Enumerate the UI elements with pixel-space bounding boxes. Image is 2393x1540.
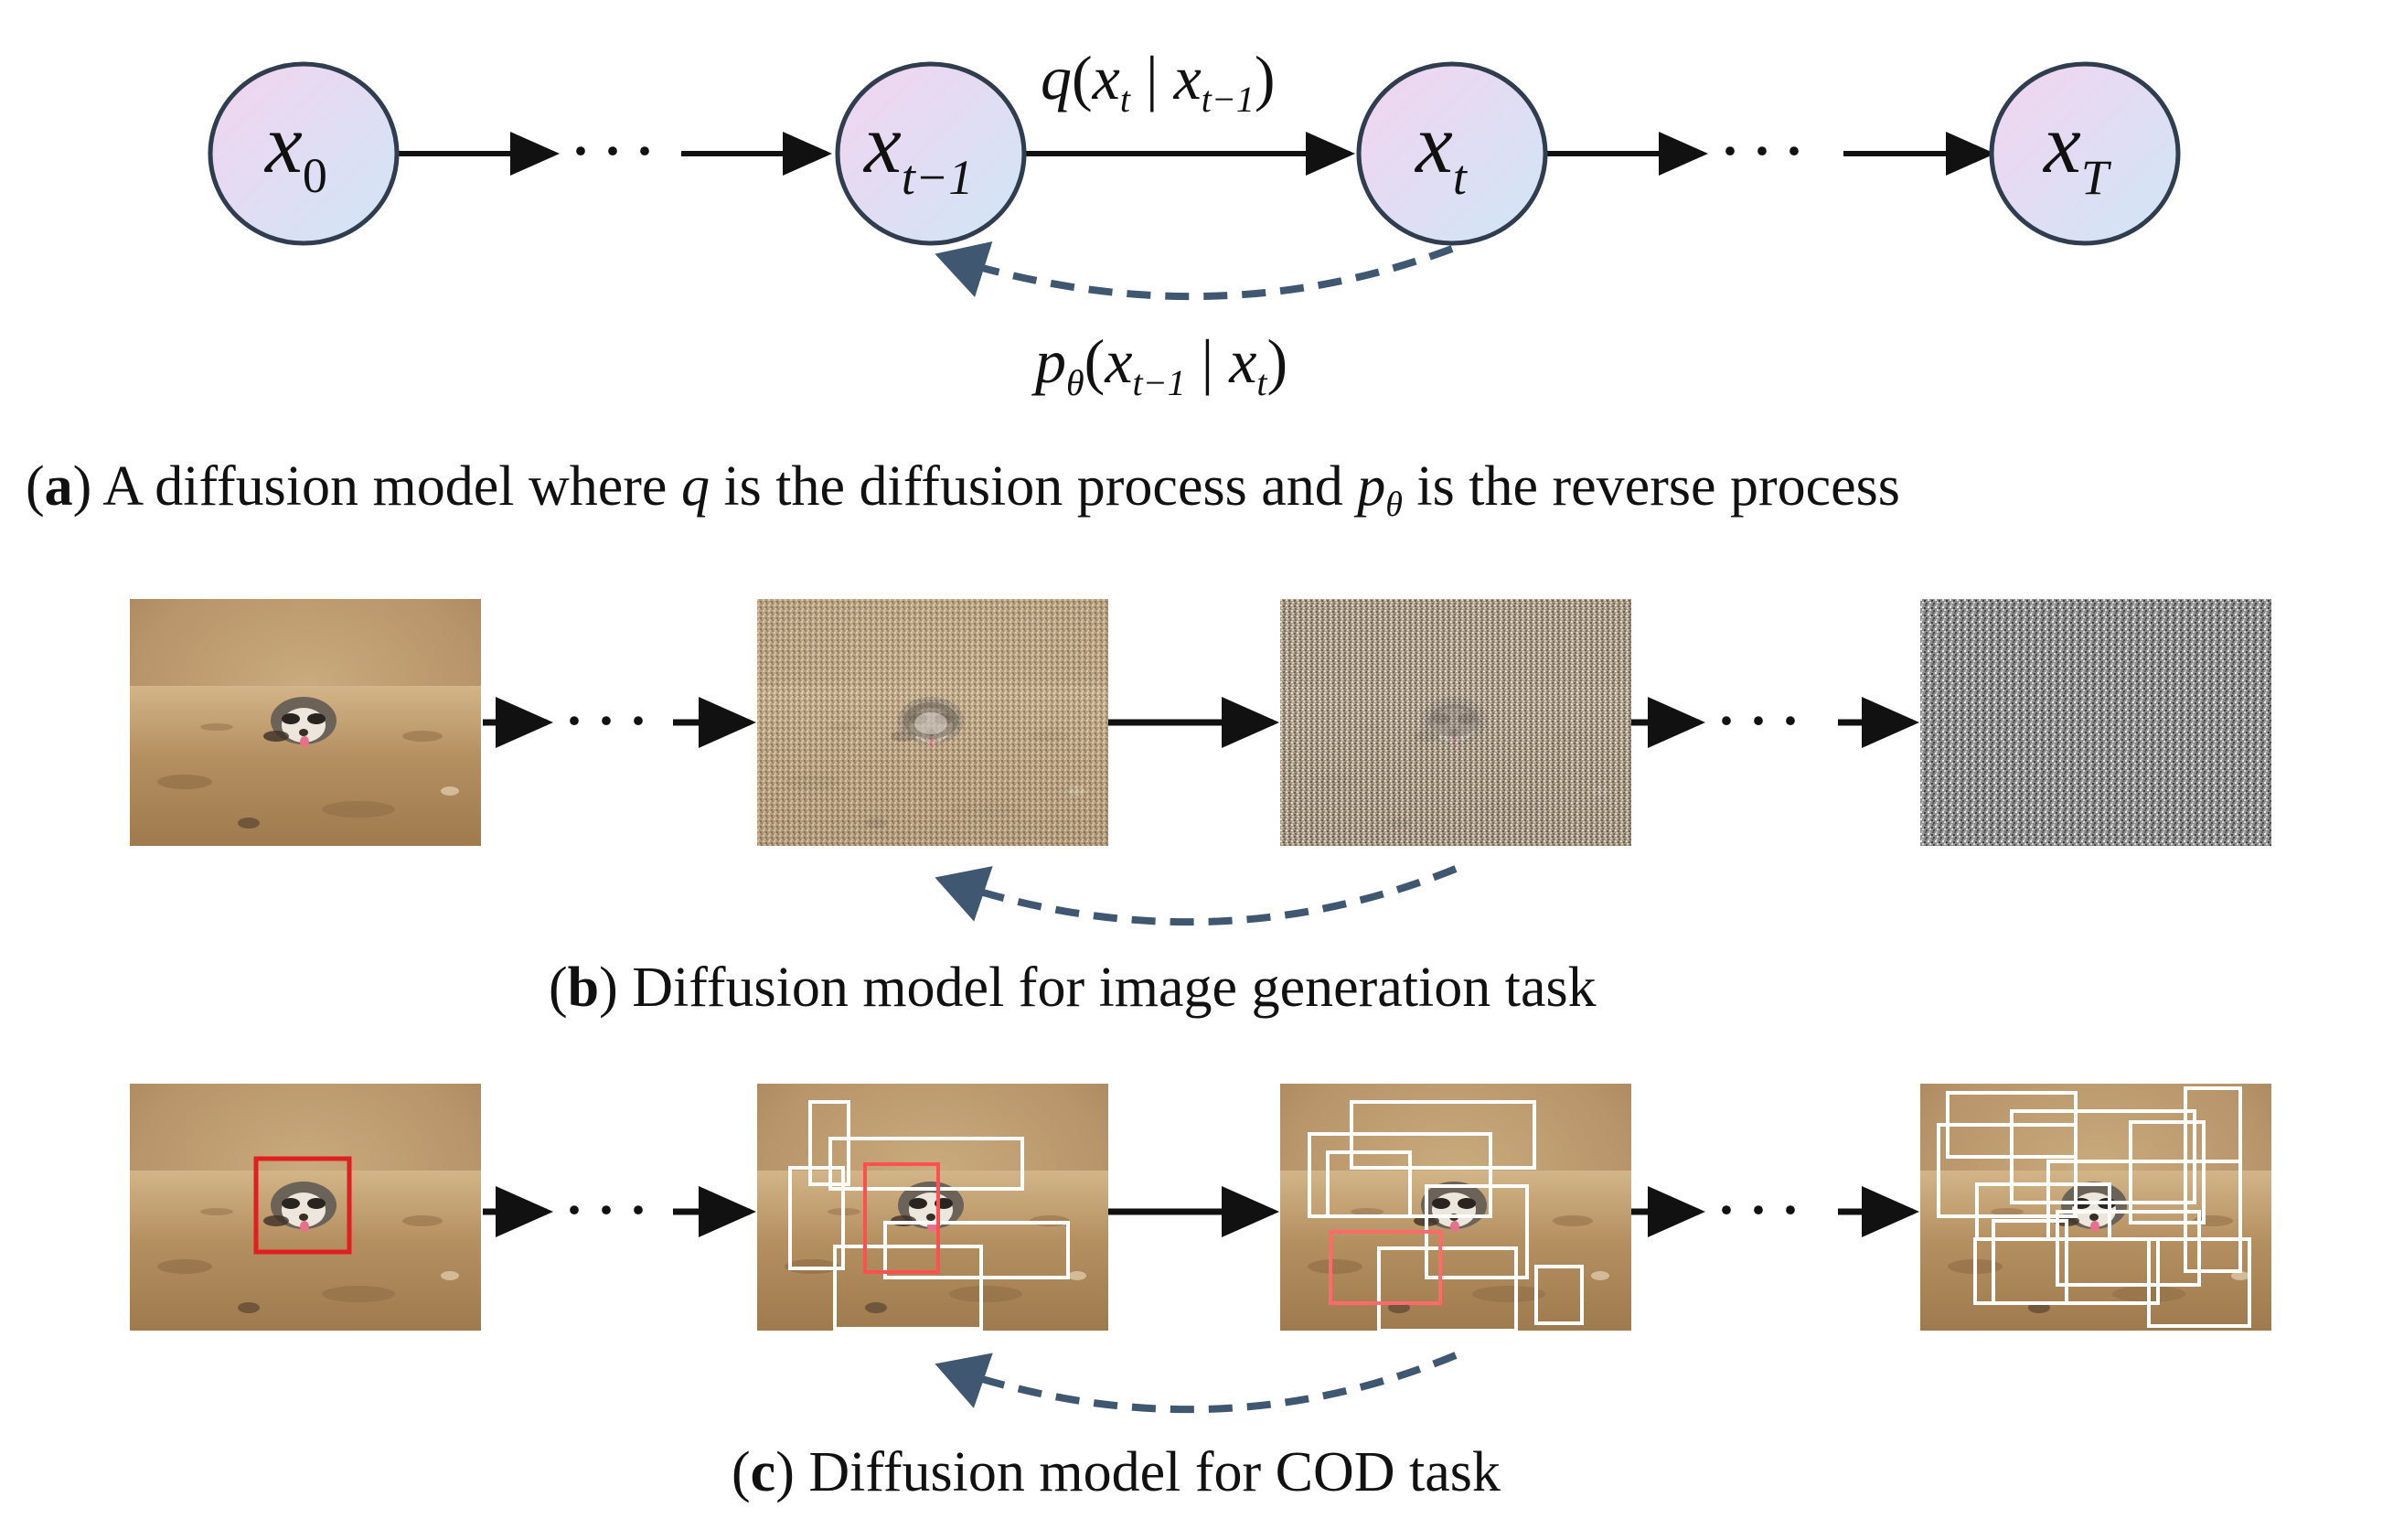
ellipsis-b2: · · · bbox=[1717, 690, 1800, 751]
noisy-box bbox=[1534, 1265, 1584, 1325]
ground-truth-box bbox=[1329, 1230, 1442, 1305]
noisy-box bbox=[2056, 1210, 2201, 1287]
caption-b: (b) Diffusion model for image generation… bbox=[549, 957, 1597, 1019]
ground-truth-box bbox=[253, 1156, 352, 1255]
frame-image-with-noisy-boxes-1 bbox=[757, 1084, 1108, 1331]
noisy-box bbox=[2129, 1120, 2206, 1225]
forward-process-label: q(xt | xt−1) bbox=[1041, 43, 1276, 120]
node-xt: xt bbox=[1356, 61, 1548, 246]
frame-clean-image bbox=[130, 599, 481, 846]
noisy-box bbox=[1326, 1150, 1412, 1218]
frame-noisy-image-2 bbox=[1280, 599, 1631, 846]
noisy-box bbox=[1937, 1123, 2078, 1218]
caption-a: (a) A diffusion model where q is the dif… bbox=[26, 455, 1900, 524]
frame-image-with-noisy-boxes-2 bbox=[1280, 1084, 1631, 1332]
svg-text:xt: xt bbox=[1414, 97, 1469, 205]
node-x0: x0 bbox=[208, 61, 400, 246]
noisy-box bbox=[788, 1166, 845, 1270]
svg-text:xt−1: xt−1 bbox=[862, 97, 973, 205]
reverse-process-arrow bbox=[935, 241, 1454, 301]
frame-image-with-random-boxes bbox=[1920, 1084, 2271, 1331]
noisy-box bbox=[1377, 1246, 1518, 1332]
reverse-arrow-c bbox=[935, 1352, 1458, 1414]
ellipsis-c2: · · · bbox=[1717, 1180, 1800, 1240]
panel-b: · · · · · · (b) Diffusion model for imag… bbox=[130, 599, 2271, 1019]
noisy-box bbox=[828, 1137, 1024, 1191]
node-xt-minus-1: xt−1 bbox=[835, 61, 1027, 246]
panel-c: · · · · · · (c) Diffusion model for COD … bbox=[130, 1084, 2271, 1503]
frame-noisy-image-1 bbox=[757, 599, 1108, 846]
ellipsis-a2: · · · bbox=[1721, 121, 1803, 181]
node-xT: xT bbox=[1989, 61, 2181, 246]
noisy-box bbox=[833, 1245, 983, 1331]
noisy-box bbox=[1973, 1237, 2160, 1305]
ellipsis-a1: · · · bbox=[572, 121, 654, 181]
svg-text:xT: xT bbox=[2042, 97, 2112, 205]
frame-pure-noise bbox=[1920, 599, 2271, 846]
svg-text:x0: x0 bbox=[263, 97, 327, 203]
panel-a: · · · · · · x0 xt−1 xt xT q(xt | xt−1) p… bbox=[26, 43, 2181, 524]
noisy-box bbox=[2147, 1237, 2251, 1328]
reverse-process-label: pθ(xt−1 | xt) bbox=[1031, 326, 1287, 403]
caption-c: (c) Diffusion model for COD task bbox=[732, 1441, 1501, 1503]
ellipsis-c1: · · · bbox=[565, 1180, 647, 1240]
noisy-box bbox=[883, 1221, 1070, 1279]
noisy-box bbox=[2010, 1109, 2196, 1204]
frame-clean-image-with-box bbox=[130, 1084, 481, 1331]
reverse-arrow-b bbox=[935, 865, 1458, 926]
ellipsis-b1: · · · bbox=[565, 690, 647, 751]
ground-truth-box bbox=[863, 1162, 940, 1274]
